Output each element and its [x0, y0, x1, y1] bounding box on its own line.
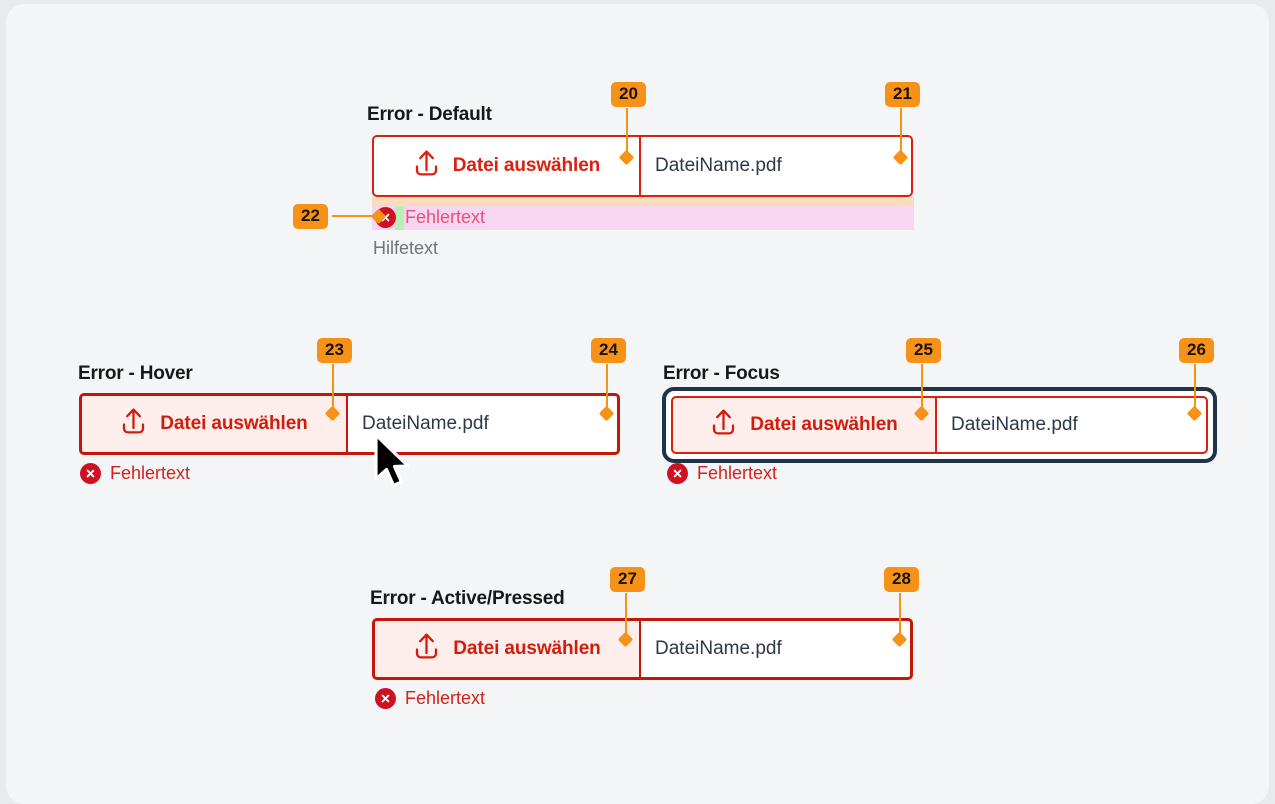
error-row-default: Fehlertext [375, 207, 485, 228]
callout-21-stem [900, 108, 902, 156]
callout-24-stem [606, 364, 608, 412]
file-name-field-active[interactable]: DateiName.pdf [640, 618, 913, 680]
callout-25-stem [921, 364, 923, 412]
file-name-text: DateiName.pdf [655, 155, 782, 176]
error-message-text: Fehlertext [405, 688, 486, 708]
choose-file-button-focus[interactable]: Datei auswählen [671, 396, 936, 454]
upload-icon [413, 632, 440, 666]
file-name-field-default[interactable]: DateiName.pdf [640, 135, 913, 197]
error-circle-x-icon [667, 463, 688, 484]
file-name-text: DateiName.pdf [362, 413, 489, 434]
help-text-default: Hilfetext [373, 238, 439, 258]
file-name-field-focus[interactable]: DateiName.pdf [936, 396, 1208, 454]
callout-22-stem [332, 215, 378, 217]
callout-26-number: 26 [1179, 338, 1214, 363]
callout-25-number: 25 [906, 338, 941, 363]
callout-23-number: 23 [317, 338, 352, 363]
highlight-band-error-row [372, 206, 914, 230]
callout-28-number: 28 [884, 567, 919, 592]
callout-20-stem [626, 108, 628, 156]
callout-28-stem [899, 593, 901, 637]
error-message-text: Fehlertext [110, 463, 191, 483]
callout-24-number: 24 [591, 338, 626, 363]
callout-27-number: 27 [610, 567, 645, 592]
file-name-text: DateiName.pdf [951, 414, 1078, 435]
mouse-cursor [370, 432, 414, 497]
error-row-focus: Fehlertext [667, 463, 777, 484]
file-upload-error-hover: Datei auswählen DateiName.pdf [79, 393, 620, 455]
choose-file-button-label: Datei auswählen [452, 155, 601, 176]
callout-21-number: 21 [885, 82, 920, 107]
choose-file-button-default[interactable]: Datei auswählen [372, 135, 640, 197]
file-name-text: DateiName.pdf [655, 638, 782, 659]
file-upload-error-focus: Datei auswählen DateiName.pdf [662, 387, 1217, 463]
callout-22-number: 22 [293, 204, 328, 229]
file-upload-error-active: Datei auswählen DateiName.pdf [372, 618, 913, 680]
spacing-band-vertical-gap [372, 197, 914, 206]
state-title-error-focus: Error - Focus [663, 363, 780, 384]
choose-file-button-label: Datei auswählen [160, 413, 308, 434]
spacing-band-icon-gap [395, 206, 404, 230]
callout-26-stem [1194, 364, 1196, 412]
state-title-error-active: Error - Active/Pressed [370, 588, 565, 609]
upload-icon [413, 149, 440, 183]
state-title-error-default: Error - Default [367, 104, 492, 125]
error-message-text: Fehlertext [697, 463, 778, 483]
error-circle-x-icon [375, 688, 396, 709]
file-name-field-hover[interactable]: DateiName.pdf [347, 393, 620, 455]
choose-file-button-label: Datei auswählen [750, 414, 898, 435]
upload-icon [120, 407, 147, 441]
upload-icon [710, 408, 737, 442]
error-row-hover: Fehlertext [80, 463, 190, 484]
design-canvas: Error - Default Datei auswählen DateiNam… [6, 4, 1269, 804]
choose-file-button-active[interactable]: Datei auswählen [372, 618, 640, 680]
choose-file-button-hover[interactable]: Datei auswählen [79, 393, 347, 455]
file-upload-error-default: Datei auswählen DateiName.pdf [372, 135, 913, 197]
error-circle-x-icon [80, 463, 101, 484]
error-row-active: Fehlertext [375, 688, 485, 709]
callout-27-stem [625, 593, 627, 637]
callout-23-stem [332, 364, 334, 412]
choose-file-button-label: Datei auswählen [453, 638, 601, 659]
state-title-error-hover: Error - Hover [78, 363, 193, 384]
callout-20-number: 20 [611, 82, 646, 107]
error-message-text: Fehlertext [405, 207, 486, 227]
